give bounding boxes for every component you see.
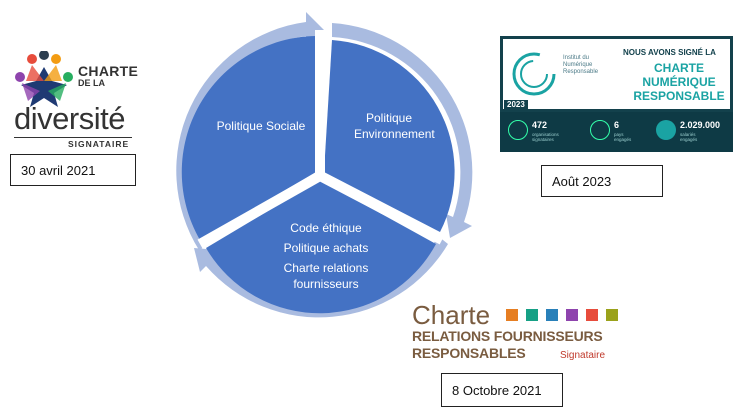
numerique-ring-icon [512, 52, 556, 96]
arrow-top-left [176, 12, 324, 250]
numerique-title: CHARTE NUMÉRIQUE RESPONSABLE [631, 61, 727, 103]
square-5-icon [586, 309, 598, 321]
stat-pays-value: 6 [614, 120, 620, 130]
institute-line-1: Institut du [563, 55, 590, 61]
globe-icon [590, 120, 610, 140]
stat-signataires-value: 472 [532, 120, 548, 130]
stat-salaries-value: 2.029.000 [680, 120, 721, 130]
stat-caption-1b: signataires [532, 137, 554, 142]
numerique-banner-top: Institut du Numérique Responsable NOUS A… [500, 36, 733, 112]
numerique-title-3: RESPONSABLE [633, 89, 725, 103]
fournisseurs-charte: Charte [412, 300, 491, 330]
diversite-charte: CHARTE [78, 63, 139, 79]
diversite-de-la: DE LA [78, 78, 105, 88]
square-3-icon [546, 309, 558, 321]
wedge-social-label: Politique Sociale [216, 119, 306, 133]
square-2-icon [526, 309, 538, 321]
numerique-year: 2023 [504, 100, 528, 109]
numerique-title-1: CHARTE [654, 61, 704, 75]
diversite-date-box: 30 avril 2021 [10, 154, 136, 186]
diversite-signataire: SIGNATAIRE [68, 139, 130, 149]
numerique-headline: NOUS AVONS SIGNÉ LA [623, 48, 716, 57]
wedge-environnement [324, 40, 455, 232]
stat-signataires-caption: organisations signataires [532, 132, 559, 142]
stat-caption-1a: organisations [532, 132, 559, 137]
institute-line-2: Numérique [563, 62, 593, 68]
stat-salaries-caption: salariés engagés [680, 132, 697, 142]
numerique-banner: Institut du Numérique Responsable NOUS A… [500, 36, 733, 152]
institute-line-3: Responsable [563, 69, 599, 75]
people-icon [656, 120, 676, 140]
wedge-line-achats: Politique achats [283, 241, 369, 255]
arrow-right [332, 23, 473, 238]
square-4-icon [566, 309, 578, 321]
diversite-star-icon [15, 51, 73, 107]
numerique-institute: Institut du Numérique Responsable [563, 55, 598, 76]
stat-caption-2a: pays [614, 132, 624, 137]
wedge-line-charte: Charte relations fournisseurs [283, 261, 369, 291]
signatories-icon [508, 120, 528, 140]
wedge-ethique [206, 180, 436, 314]
numerique-date-box: Août 2023 [541, 165, 663, 197]
stat-caption-2b: engagés [614, 137, 632, 142]
diversite-rule [14, 137, 132, 138]
stat-caption-3b: engagés [680, 137, 698, 142]
square-6-icon [606, 309, 618, 321]
stat-pays-caption: pays engagés [614, 132, 631, 142]
stat-caption-3a: salariés [680, 132, 696, 137]
numerique-title-2: NUMÉRIQUE [642, 75, 716, 89]
wedge-environnement-label: Politique Environnement [334, 110, 444, 142]
diversite-logo: CHARTE DE LA diversité SIGNATAIRE [10, 45, 138, 153]
cycle-wedges [181, 36, 455, 314]
fournisseurs-date-box: 8 Octobre 2021 [441, 373, 563, 407]
wedge-social [181, 36, 316, 240]
fournisseurs-relations: RELATIONS FOURNISSEURS [412, 328, 603, 344]
wedge-ethique-label: Code éthique Politique achats Charte rel… [268, 220, 384, 292]
square-1-icon [506, 309, 518, 321]
wedge-line-code: Code éthique [290, 221, 362, 235]
fournisseurs-signataire: Signataire [560, 350, 606, 361]
cycle-separators [197, 30, 445, 249]
wedge-environnement-text: Politique Environnement [354, 111, 435, 141]
fournisseurs-logo: Charte RELATIONS FOURNISSEURS RESPONSABL… [410, 300, 625, 370]
fournisseurs-responsables: RESPONSABLES [412, 345, 526, 361]
diversite-word: diversité [14, 101, 125, 136]
